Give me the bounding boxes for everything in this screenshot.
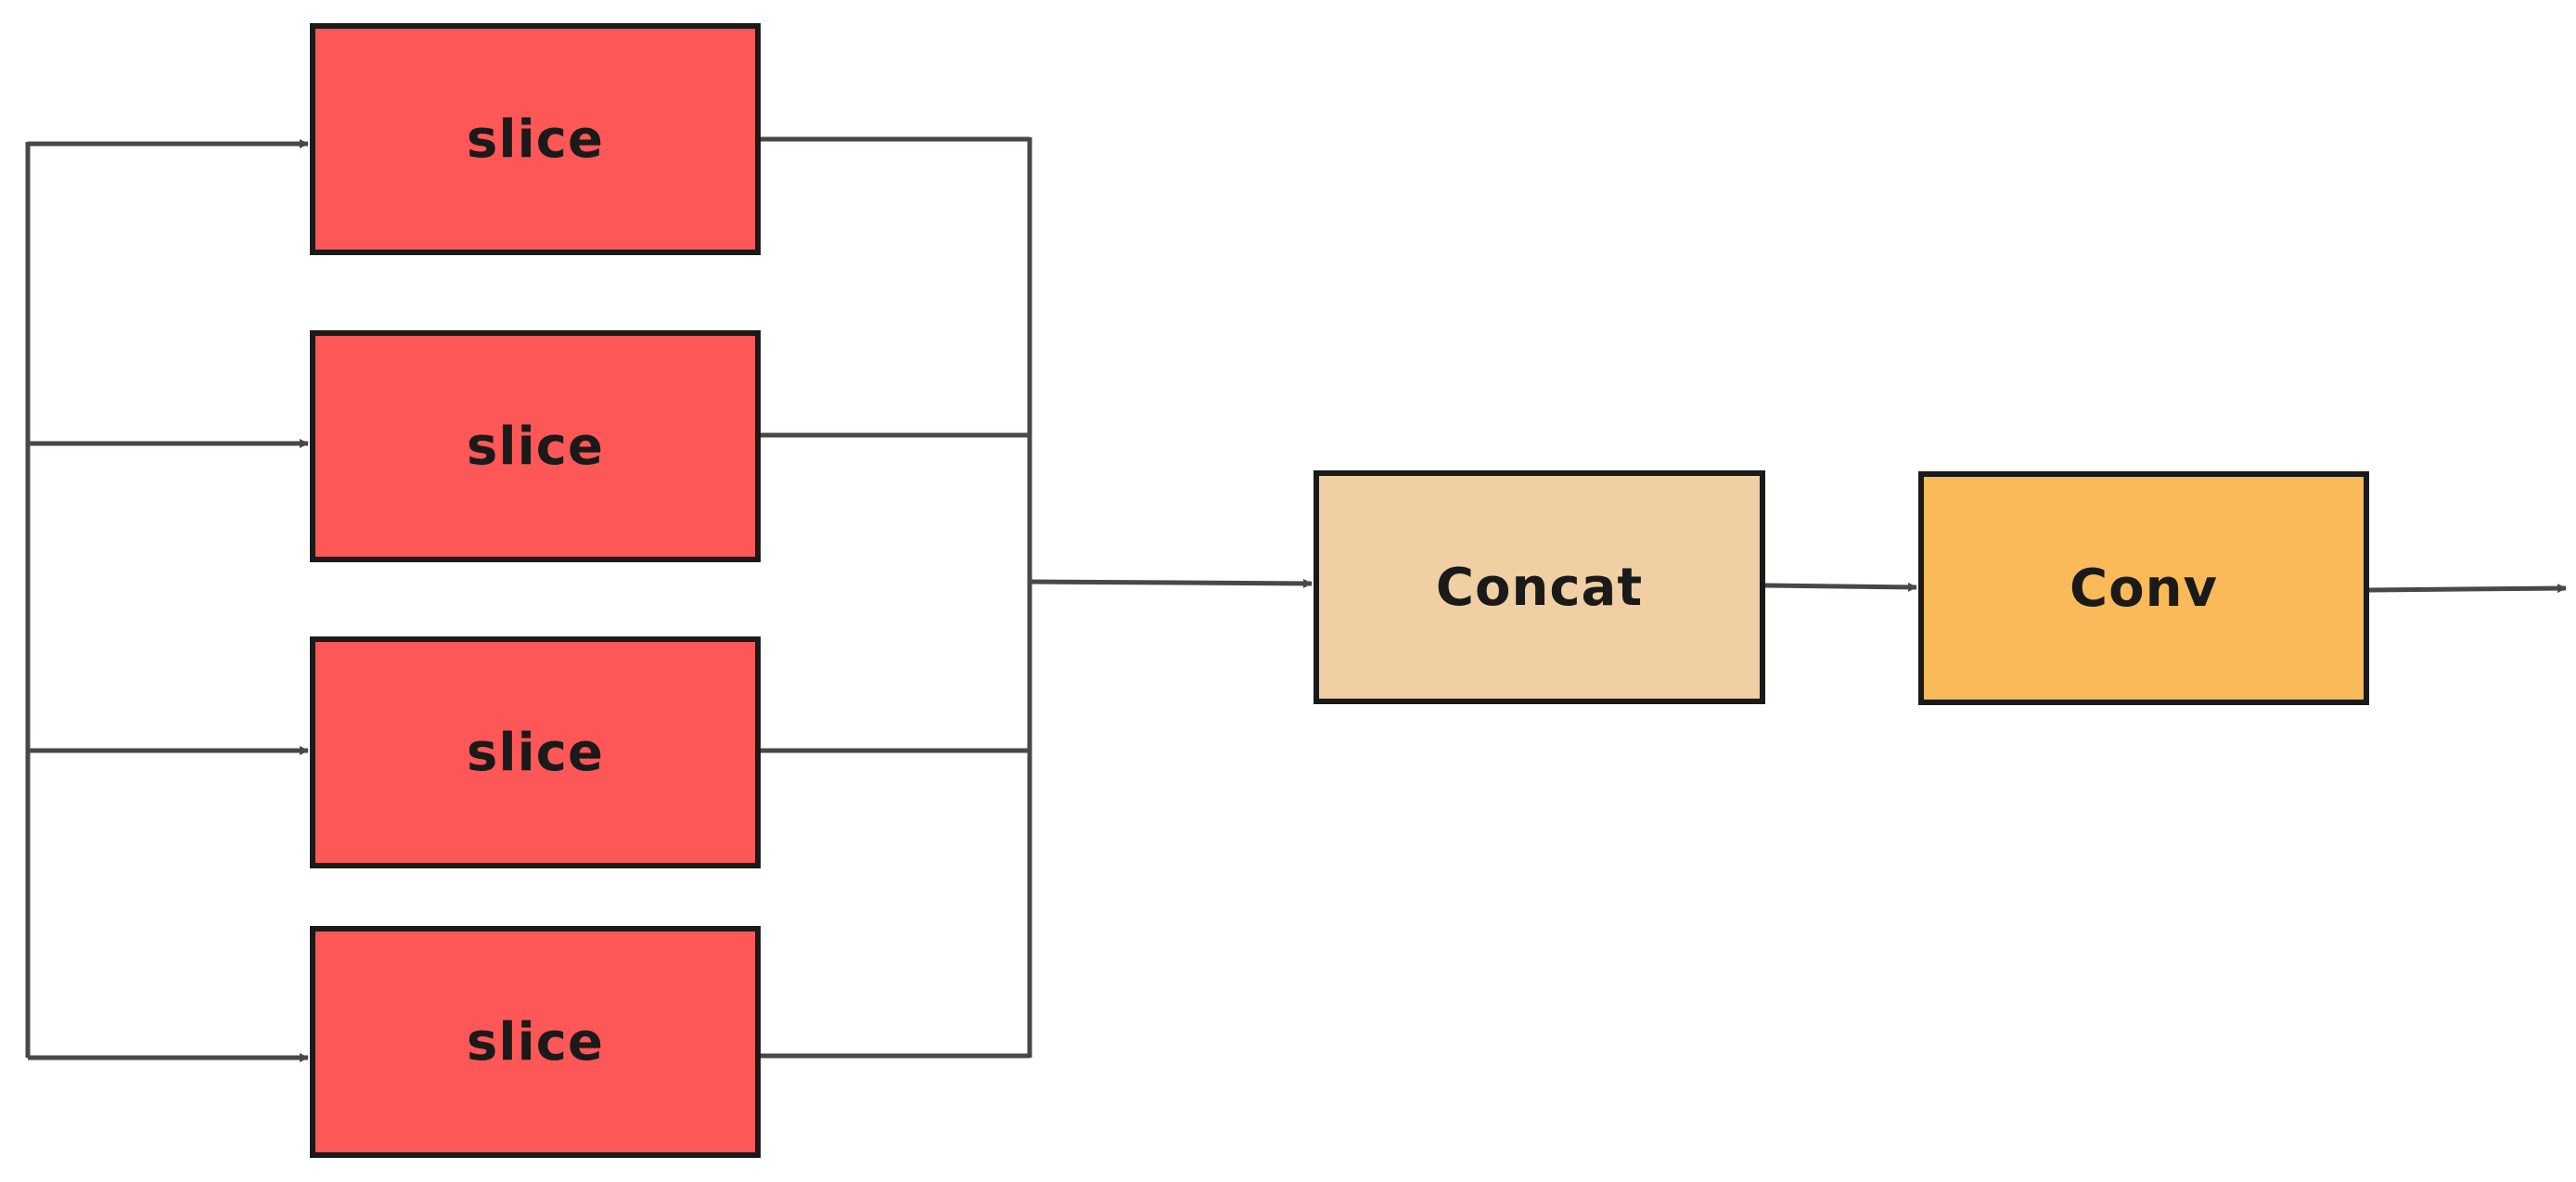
concat-box: Concat [1314, 470, 1765, 704]
conv-label: Conv [2070, 558, 2218, 619]
slice-label: slice [467, 416, 604, 477]
arrow-output [2368, 584, 2567, 594]
slice-box-2: slice [310, 330, 761, 562]
arrow-to-concat [1029, 578, 1313, 588]
slice-label: slice [467, 109, 604, 170]
slice-label: slice [467, 722, 604, 783]
arrow-to-conv [1764, 582, 1917, 592]
conv-box: Conv [1918, 471, 2369, 705]
slice-box-4: slice [310, 926, 761, 1158]
slice-label: slice [467, 1011, 604, 1073]
concat-label: Concat [1435, 557, 1644, 618]
slice-box-3: slice [310, 636, 761, 868]
slice-box-1: slice [310, 23, 761, 255]
